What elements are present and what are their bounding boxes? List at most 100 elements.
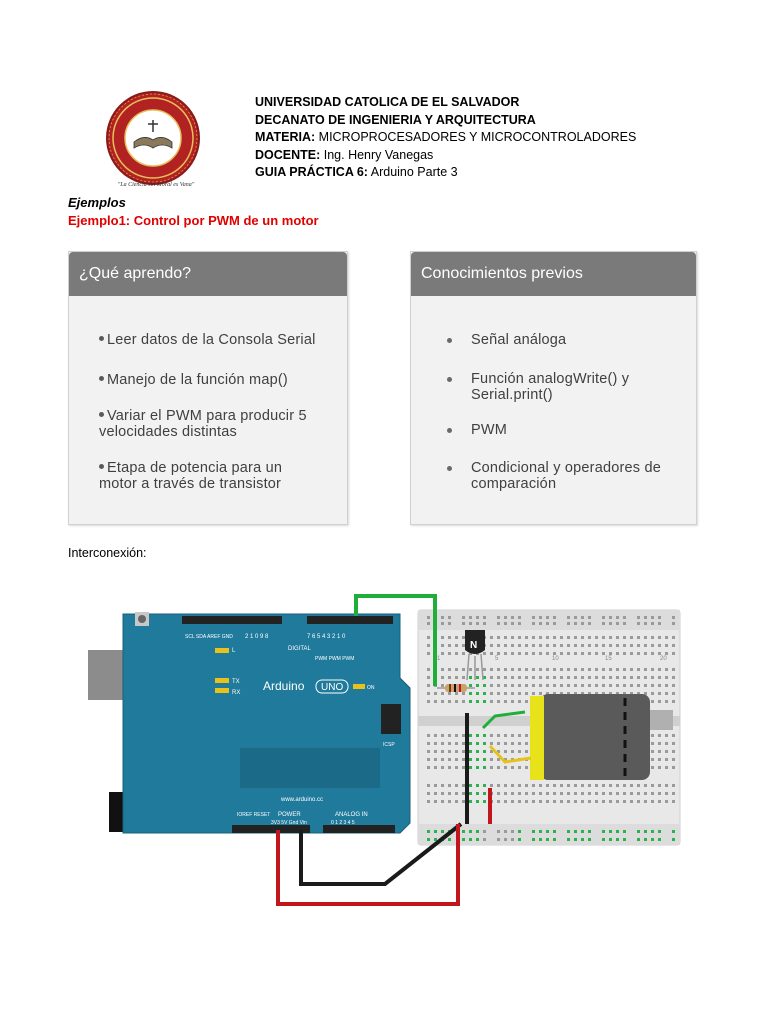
breadboard-hole — [595, 676, 598, 679]
breadboard-hole — [497, 652, 500, 655]
breadboard-hole — [651, 636, 654, 639]
breadboard-hole — [658, 692, 661, 695]
breadboard-hole — [448, 792, 451, 795]
breadboard-hole — [609, 668, 612, 671]
breadboard-hole — [427, 652, 430, 655]
breadboard-hole — [469, 830, 472, 833]
breadboard-hole — [455, 758, 458, 761]
breadboard-hole — [616, 784, 619, 787]
breadboard-hole — [518, 668, 521, 671]
breadboard-hole — [588, 838, 591, 841]
breadboard-hole — [476, 800, 479, 803]
breadboard-hole — [658, 644, 661, 647]
faculty-name: DECANATO DE INGENIERIA Y ARQUITECTURA — [255, 112, 536, 127]
breadboard-hole — [672, 766, 675, 769]
breadboard-hole — [476, 692, 479, 695]
breadboard-hole — [539, 684, 542, 687]
breadboard-hole — [448, 616, 451, 619]
breadboard-hole — [511, 622, 514, 625]
breadboard-hole — [567, 800, 570, 803]
breadboard-hole — [581, 830, 584, 833]
breadboard-hole — [525, 684, 528, 687]
bb-number: 1 — [437, 656, 441, 662]
breadboard-hole — [476, 742, 479, 745]
breadboard-hole — [532, 652, 535, 655]
breadboard-hole — [532, 668, 535, 671]
breadboard-hole — [497, 830, 500, 833]
breadboard-hole — [511, 742, 514, 745]
breadboard-hole — [497, 758, 500, 761]
breadboard-hole — [672, 838, 675, 841]
materia-label: MATERIA: — [255, 130, 316, 144]
breadboard-hole — [434, 692, 437, 695]
breadboard-hole — [609, 800, 612, 803]
breadboard-hole — [483, 668, 486, 671]
breadboard-hole — [560, 636, 563, 639]
bb-number: 15 — [605, 656, 612, 662]
breadboard-hole — [581, 636, 584, 639]
breadboard-hole — [616, 644, 619, 647]
prior-item: Condicional y operadores de comparación — [411, 460, 696, 492]
breadboard-hole — [602, 652, 605, 655]
breadboard-hole — [511, 636, 514, 639]
breadboard-hole — [672, 668, 675, 671]
breadboard-hole — [651, 652, 654, 655]
breadboard-hole — [525, 800, 528, 803]
breadboard-hole — [511, 766, 514, 769]
breadboard-hole — [637, 830, 640, 833]
breadboard-hole — [469, 758, 472, 761]
resistor — [437, 684, 475, 692]
breadboard-hole — [483, 838, 486, 841]
motor-lead-wire — [488, 744, 532, 764]
breadboard-hole — [504, 830, 507, 833]
breadboard-hole — [455, 644, 458, 647]
prior-item: PWM — [411, 422, 691, 438]
breadboard-hole — [518, 616, 521, 619]
breadboard-hole — [658, 652, 661, 655]
breadboard-hole — [434, 750, 437, 753]
breadboard-hole — [553, 644, 556, 647]
breadboard-hole — [553, 830, 556, 833]
breadboard-hole — [476, 700, 479, 703]
breadboard-hole — [497, 742, 500, 745]
microcontroller-chip — [240, 748, 380, 788]
breadboard-hole — [651, 838, 654, 841]
breadboard-hole — [483, 792, 486, 795]
breadboard-hole — [427, 800, 430, 803]
breadboard-hole — [665, 692, 668, 695]
breadboard-hole — [483, 676, 486, 679]
breadboard-hole — [462, 700, 465, 703]
breadboard-hole — [595, 668, 598, 671]
breadboard-hole — [665, 766, 668, 769]
breadboard-hole — [518, 830, 521, 833]
breadboard-hole — [539, 692, 542, 695]
icsp-header — [381, 704, 401, 734]
breadboard-hole — [441, 734, 444, 737]
bb-number: 5 — [495, 656, 499, 662]
breadboard-hole — [441, 742, 444, 745]
breadboard-hole — [644, 636, 647, 639]
breadboard-hole — [546, 684, 549, 687]
breadboard-hole — [427, 742, 430, 745]
breadboard-hole — [455, 750, 458, 753]
breadboard-hole — [658, 766, 661, 769]
breadboard-hole — [581, 838, 584, 841]
breadboard-hole — [651, 734, 654, 737]
breadboard-hole — [609, 838, 612, 841]
power-return-wire — [276, 824, 460, 906]
breadboard-hole — [490, 758, 493, 761]
breadboard-hole — [567, 830, 570, 833]
breadboard-hole — [588, 676, 591, 679]
breadboard-hole — [574, 800, 577, 803]
breadboard-hole — [455, 800, 458, 803]
breadboard-hole — [595, 652, 598, 655]
breadboard-hole — [427, 734, 430, 737]
breadboard-hole — [455, 734, 458, 737]
breadboard-hole — [567, 692, 570, 695]
breadboard-hole — [672, 758, 675, 761]
breadboard-hole — [553, 784, 556, 787]
breadboard-hole — [672, 742, 675, 745]
breadboard-hole — [553, 684, 556, 687]
breadboard-hole — [525, 652, 528, 655]
breadboard-hole — [546, 668, 549, 671]
